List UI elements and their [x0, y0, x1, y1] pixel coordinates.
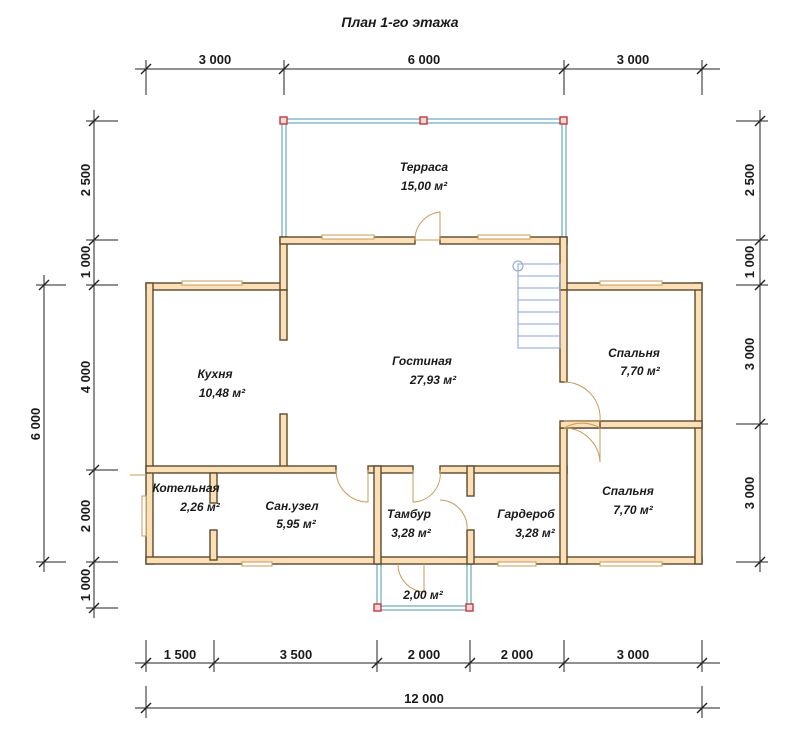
top-dimension: 3 000 6 000 3 000 [135, 52, 720, 95]
terrace-pillar [279, 116, 288, 125]
dim-bottom-total: 12 000 [404, 691, 444, 706]
dim-bottom-4: 2 000 [501, 647, 534, 662]
window [241, 561, 273, 567]
room-name-vestibule: Тамбур [387, 507, 431, 521]
room-area-terrace: 15,00 м² [401, 179, 448, 193]
plan-title: План 1-го этажа [341, 14, 458, 30]
terrace-pillar [559, 116, 568, 125]
room-area-bathroom: 5,95 м² [276, 517, 317, 531]
dim-bottom-5: 3 000 [617, 647, 650, 662]
window [141, 495, 147, 537]
staircase [512, 260, 561, 349]
dim-left-total: 6 000 [28, 408, 43, 441]
window [497, 561, 537, 567]
dim-right-2: 1 000 [742, 246, 757, 279]
door-bedroom-bottom [563, 422, 601, 463]
door-terrace [414, 211, 441, 241]
dim-left-5: 1 000 [78, 569, 93, 602]
window [181, 280, 243, 286]
dim-bottom-2: 3 500 [280, 647, 313, 662]
dim-top-1: 3 000 [199, 52, 232, 67]
dim-bottom-3: 2 000 [408, 647, 441, 662]
right-dimension: 2 500 1 000 3 000 3 000 [736, 110, 768, 572]
terrace-pillar [419, 116, 428, 125]
room-area-kitchen: 10,48 м² [199, 386, 246, 400]
dim-left-1: 2 500 [78, 164, 93, 197]
dim-left-3: 4 000 [78, 361, 93, 394]
room-name-living: Гостиная [392, 354, 452, 368]
walls [145, 236, 703, 565]
room-name-boiler: Котельная [152, 481, 219, 495]
dim-top-3: 3 000 [617, 52, 650, 67]
doors [130, 211, 601, 593]
room-area-living: 27,93 м² [409, 373, 457, 387]
left-dimension: 2 500 1 000 4 000 2 000 1 000 6 000 [28, 110, 118, 618]
room-area-bedroom-bottom: 7,70 м² [613, 503, 654, 517]
dim-left-4: 2 000 [78, 500, 93, 533]
dim-bottom-1: 1 500 [164, 647, 197, 662]
room-area-boiler: 2,26 м² [179, 500, 221, 514]
dim-right-4: 3 000 [742, 477, 757, 510]
terrace-structure [279, 116, 568, 241]
porch-structure [373, 559, 474, 612]
bottom-dimension: 1 500 3 500 2 000 2 000 3 000 12 000 [135, 640, 720, 718]
dim-top-2: 6 000 [408, 52, 441, 67]
room-name-terrace: Терраса [400, 160, 449, 174]
porch-pillar [373, 603, 382, 612]
porch-pillar [465, 603, 474, 612]
room-area-wardrobe: 3,28 м² [515, 526, 556, 540]
dim-right-1: 2 500 [742, 164, 757, 197]
door-bathroom [335, 469, 369, 503]
door-entrance [397, 563, 425, 593]
door-wardrobe [439, 499, 468, 531]
window [321, 234, 375, 240]
door-vestibule [412, 469, 441, 503]
door-bedroom-top [563, 381, 601, 422]
dim-right-3: 3 000 [742, 338, 757, 371]
room-area-vestibule: 3,28 м² [391, 526, 432, 540]
room-name-bedroom-bottom: Спальня [602, 484, 654, 498]
window [599, 280, 663, 286]
room-name-kitchen: Кухня [197, 367, 232, 381]
room-area-bedroom-top: 7,70 м² [620, 364, 661, 378]
room-area-porch: 2,00 м² [402, 588, 444, 602]
windows [141, 234, 663, 567]
room-name-bedroom-top: Спальня [608, 346, 660, 360]
room-labels: Терраса 15,00 м² Гостиная 27,93 м² Кухня… [152, 160, 660, 602]
window [477, 234, 531, 240]
dim-left-2: 1 000 [78, 246, 93, 279]
room-name-wardrobe: Гардероб [497, 507, 555, 521]
room-name-bathroom: Сан.узел [265, 499, 319, 513]
window [599, 561, 663, 567]
